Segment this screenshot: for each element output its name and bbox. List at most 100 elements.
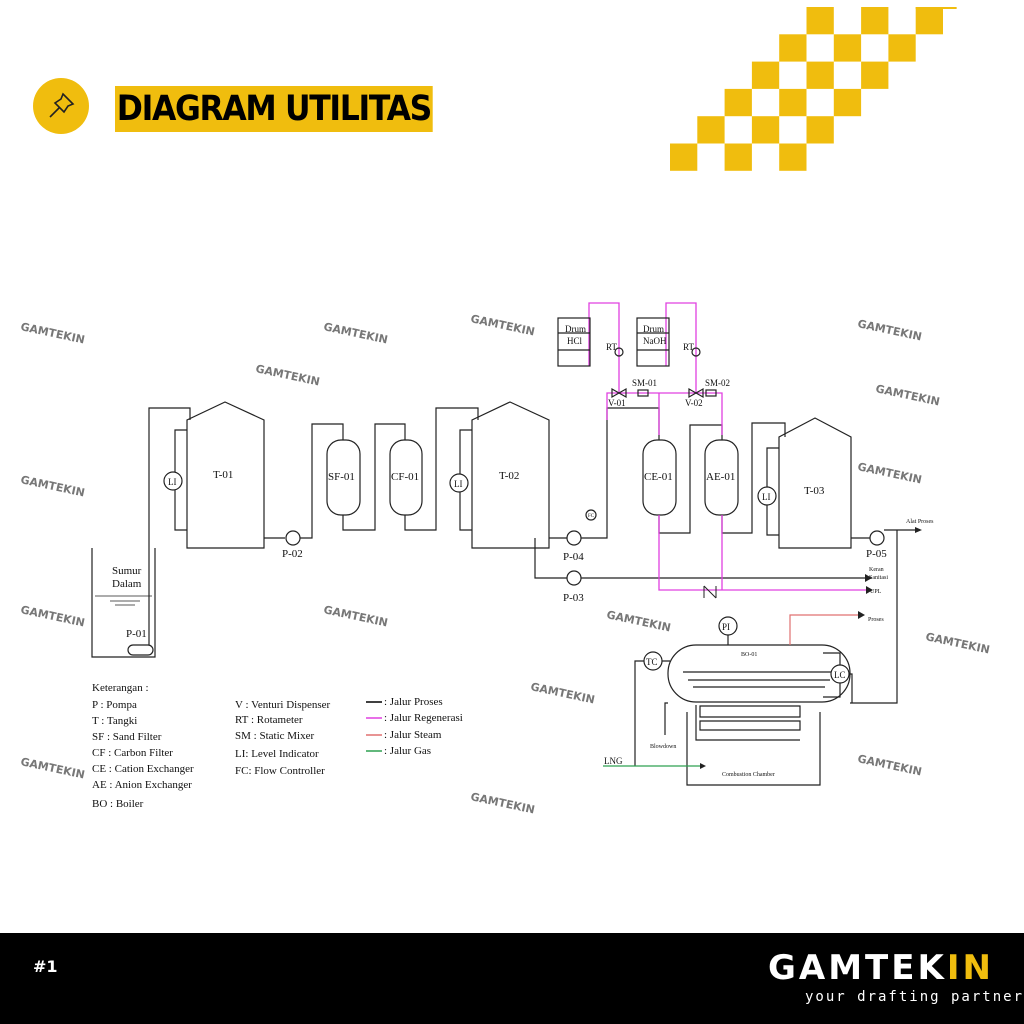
watermark: GAMTEKIN bbox=[322, 320, 389, 346]
tank-t02 bbox=[471, 401, 550, 549]
outlet-keran: Sanitasi bbox=[869, 575, 888, 581]
carbon-filter-cf01 bbox=[389, 439, 423, 516]
label-ce01: CE-01 bbox=[644, 471, 673, 483]
rotameter bbox=[614, 347, 624, 357]
label-p04: P-04 bbox=[563, 551, 584, 563]
legend-item: AE : Anion Exchanger bbox=[92, 779, 192, 791]
legend-heading: Keterangan : bbox=[92, 682, 149, 694]
watermark: GAMTEKIN bbox=[856, 460, 923, 486]
legend-item: V : Venturi Dispenser bbox=[235, 699, 331, 711]
label-cf01: CF-01 bbox=[391, 471, 419, 483]
combustion-chamber bbox=[686, 712, 821, 786]
checker-square bbox=[724, 88, 752, 117]
checker-square bbox=[806, 7, 834, 35]
checker-square bbox=[779, 143, 807, 171]
boiler-bo01 bbox=[667, 644, 851, 703]
legend-item: BO : Boiler bbox=[92, 798, 144, 810]
watermark: GAMTEKIN bbox=[856, 752, 923, 778]
checker-line bbox=[915, 7, 957, 9]
label-well: Sumur bbox=[112, 565, 142, 577]
label-li: LI bbox=[762, 492, 771, 502]
label-rt: RT bbox=[606, 342, 617, 352]
label-drum-naoh: Drum bbox=[643, 324, 664, 334]
label-p01: P-01 bbox=[126, 628, 147, 640]
legend-line-label: : Jalur Steam bbox=[384, 729, 442, 741]
static-mixer-sm02 bbox=[705, 389, 717, 397]
label-sf01: SF-01 bbox=[328, 471, 355, 483]
label-li: LI bbox=[454, 479, 463, 489]
checker-square bbox=[724, 143, 752, 171]
checker-square bbox=[888, 34, 916, 62]
tank-t03 bbox=[778, 417, 852, 549]
logo-text: GAMTEK bbox=[768, 948, 947, 988]
pump-p03 bbox=[566, 570, 582, 586]
watermark: GAMTEKIN bbox=[856, 317, 923, 343]
checker-square bbox=[861, 61, 889, 89]
label-drum-hcl: Drum bbox=[565, 324, 586, 334]
legend-item: T : Tangki bbox=[92, 715, 137, 727]
venturi-v01 bbox=[611, 387, 627, 399]
rotameter bbox=[691, 347, 701, 357]
brand-logo: GAMTEKIN bbox=[768, 950, 994, 986]
checker-square bbox=[833, 88, 862, 117]
label-pi: PI bbox=[722, 622, 730, 632]
pump-p05 bbox=[869, 530, 885, 546]
watermark: GAMTEKIN bbox=[19, 603, 86, 629]
checker-square bbox=[751, 61, 780, 89]
drum-naoh bbox=[636, 317, 670, 367]
label-v02: V-02 bbox=[685, 398, 703, 408]
label-tc: TC bbox=[646, 657, 658, 667]
watermark: GAMTEKIN bbox=[605, 608, 672, 634]
page-title: DIAGRAM UTILITAS bbox=[115, 86, 433, 132]
page-number: #1 bbox=[33, 957, 58, 976]
checker-square bbox=[779, 88, 807, 117]
outlet-alat-proses: Alat Proses bbox=[906, 519, 934, 525]
label-combustion: Combustion Chamber bbox=[722, 772, 775, 778]
level-indicator bbox=[163, 471, 183, 491]
label-drum-hcl: HCl bbox=[567, 336, 583, 346]
watermark: GAMTEKIN bbox=[254, 362, 321, 388]
outlet-proses: Proses bbox=[868, 617, 884, 623]
legend-line-label: : Jalur Regenerasi bbox=[384, 712, 463, 724]
watermark: GAMTEKIN bbox=[19, 473, 86, 499]
pump-p02 bbox=[285, 530, 301, 546]
label-p03: P-03 bbox=[563, 592, 584, 604]
checker-square bbox=[806, 61, 834, 89]
label-ae01: AE-01 bbox=[706, 471, 735, 483]
legend-item: LI: Level Indicator bbox=[235, 748, 319, 760]
label-sm02: SM-02 bbox=[705, 378, 730, 388]
label-lng: LNG bbox=[604, 756, 623, 766]
watermark: GAMTEKIN bbox=[19, 320, 86, 346]
checkerboard-decoration bbox=[670, 7, 957, 171]
label-v01: V-01 bbox=[608, 398, 626, 408]
pump-p01 bbox=[127, 644, 154, 656]
legend-item: FC: Flow Controller bbox=[235, 765, 325, 777]
legend-item: CE : Cation Exchanger bbox=[92, 763, 194, 775]
legend-item: RT : Rotameter bbox=[235, 714, 303, 726]
watermark: GAMTEKIN bbox=[19, 755, 86, 781]
level-indicator bbox=[757, 486, 777, 506]
watermark: GAMTEKIN bbox=[469, 790, 536, 816]
outlet-keran: Keran bbox=[869, 567, 884, 573]
label-drum-naoh: NaOH bbox=[643, 336, 667, 346]
label-fc: FC bbox=[588, 514, 595, 519]
drum-hcl bbox=[557, 317, 591, 367]
tank-t01 bbox=[186, 401, 265, 549]
legend-item: SM : Static Mixer bbox=[235, 730, 314, 742]
legend-item: CF : Carbon Filter bbox=[92, 747, 173, 759]
watermark: GAMTEKIN bbox=[529, 680, 596, 706]
label-p02: P-02 bbox=[282, 548, 303, 560]
pump-p04 bbox=[566, 530, 582, 546]
outlet-upl: UPL bbox=[870, 589, 882, 595]
label-well: Dalam bbox=[112, 578, 142, 590]
label-bo01: BO-01 bbox=[741, 652, 757, 658]
checker-square bbox=[915, 7, 943, 35]
legend-item: SF : Sand Filter bbox=[92, 731, 162, 743]
label-blowdown: Blowdown bbox=[650, 744, 676, 750]
checker-square bbox=[697, 116, 725, 144]
venturi-v02 bbox=[688, 387, 704, 399]
legend-line-label: : Jalur Proses bbox=[384, 696, 443, 708]
checker-square bbox=[806, 116, 834, 144]
label-t01: T-01 bbox=[213, 469, 233, 481]
